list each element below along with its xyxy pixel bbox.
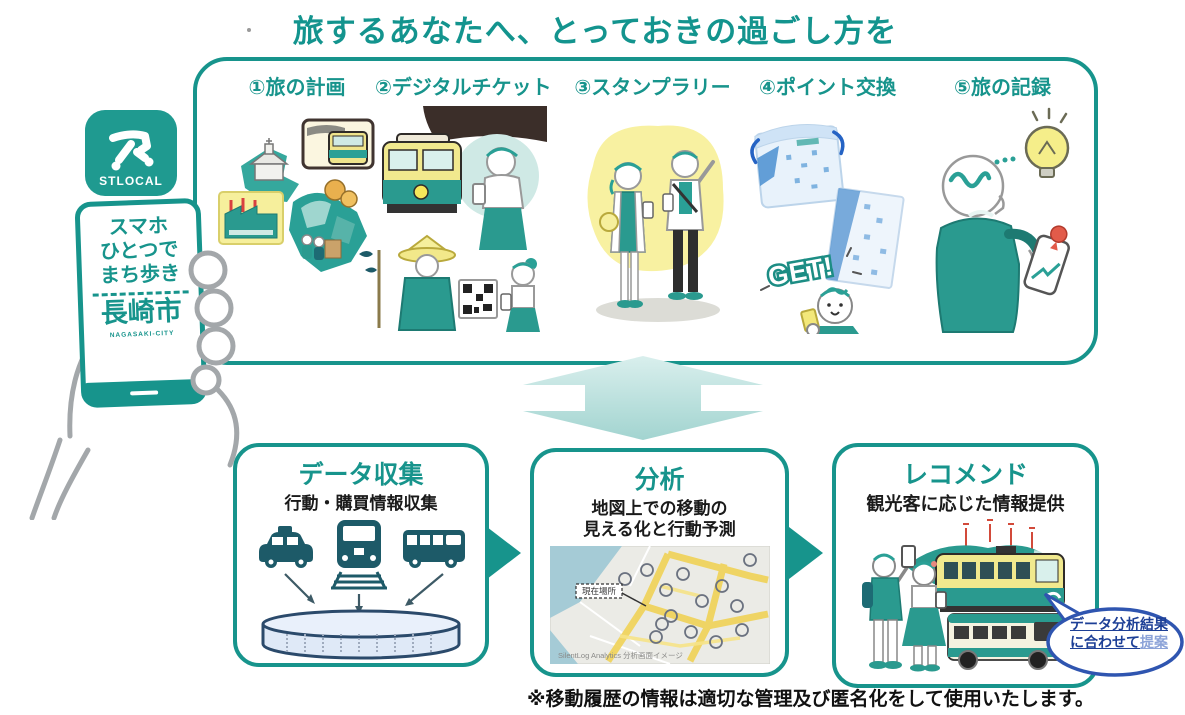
- step2-label: ②デジタルチケット: [375, 77, 552, 99]
- step1-label: ①旅の計画: [248, 77, 346, 99]
- analysis-map: 現在場所 SilentLog Analytics 分析画面イメージ: [549, 545, 770, 665]
- bubble-line1: データ分析結果: [1070, 616, 1168, 632]
- speech-bubble: [1043, 592, 1184, 677]
- bubble-line2-light: 提案: [1140, 634, 1168, 651]
- hand-fingers-illustration: [188, 250, 240, 468]
- phone-icon: [901, 544, 916, 568]
- privacy-footnote: ※移動履歴の情報は適切な管理及び匿名化をして使用いたします。: [527, 689, 1095, 710]
- map-spot-circles: [617, 552, 757, 649]
- map-pouch-icon: [749, 124, 844, 209]
- collect-title: データ収集: [298, 461, 424, 489]
- tourist-man: [862, 544, 916, 669]
- recommend-illustration: [862, 518, 1071, 671]
- bus-icon: [403, 530, 465, 569]
- step4-label: ④ポイント交換: [759, 77, 896, 99]
- map-heat-routes: [604, 550, 769, 663]
- trip-record-illustration: [935, 107, 1070, 333]
- collect-subtitle: 行動・購買情報収集: [284, 494, 438, 513]
- pipeline-arrow-1: [487, 527, 521, 579]
- bus-icon: [947, 612, 1071, 670]
- app-name-label: STLOCAL: [99, 174, 163, 188]
- map-water: [549, 545, 622, 618]
- step3-label: ③スタンプラリー: [574, 77, 731, 99]
- fish-icon: [359, 251, 373, 257]
- current-location-label-box: [574, 582, 623, 599]
- phone-icon: [661, 193, 674, 212]
- phone-icon: [641, 201, 654, 219]
- current-location-label: 現在場所: [581, 586, 616, 596]
- recommend-box: レコメンド 観光客に応じた情報提供: [832, 443, 1099, 688]
- page-title: 旅するあなたへ、とっておきの過ごし方を: [292, 14, 898, 49]
- train-icon: [331, 520, 387, 590]
- trip-planning-illustration: [218, 118, 377, 273]
- station-canopy: [423, 106, 547, 142]
- step-trip-planning: ①旅の計画: [217, 71, 377, 334]
- speech-bubble-text: データ分析結果 に合わせて提案: [1052, 615, 1185, 651]
- tourist-woman: [902, 560, 947, 671]
- analysis-box: 分析 地図上での移動の 見える化と行動予測: [530, 448, 789, 677]
- tram-icon: [382, 133, 462, 213]
- stamp-rally-illustration: [586, 125, 724, 322]
- guide-with-qr-ticket: [377, 234, 498, 331]
- tiny-people-icons: [301, 234, 342, 260]
- analyze-title: 分析: [634, 466, 685, 494]
- step-point-exchange: ④ポイント交換: [740, 71, 915, 334]
- data-collection-box: データ収集 行動・購買情報収集: [233, 443, 489, 667]
- local-food-icon: [324, 179, 346, 201]
- app-features-panel: ①旅の計画: [193, 57, 1098, 365]
- idea-lightbulb-icon: [1024, 107, 1070, 178]
- get-badge: GET!: [765, 251, 835, 292]
- point-exchange-illustration: GET!: [749, 124, 905, 334]
- stlocal-app-icon: STLOCAL: [85, 110, 177, 196]
- person-jacket: [935, 217, 1021, 333]
- step-trip-record: ⑤旅の記録: [925, 71, 1080, 334]
- step-digital-ticket: ②デジタルチケット: [375, 71, 552, 334]
- church-icon: [248, 138, 290, 181]
- analyze-subtitle-line2: 見える化と行動予測: [583, 520, 736, 540]
- phone-icon: [935, 590, 947, 609]
- step5-label: ⑤旅の記録: [954, 77, 1051, 99]
- recommend-subtitle: 観光客に応じた情報提供: [866, 494, 1065, 514]
- digital-ticket-illustration: [377, 106, 547, 332]
- map-caption: SilentLog Analytics 分析画面イメージ: [558, 650, 683, 660]
- factory-icon: [218, 191, 284, 245]
- stlocal-logo-icon: [109, 130, 154, 171]
- man-with-phone: [661, 150, 715, 300]
- bubble-line2-strong: に合わせて: [1070, 634, 1140, 651]
- woman-with-phone: [598, 162, 654, 308]
- collection-arrows: [284, 573, 444, 611]
- happy-girl-with-ticket: [799, 287, 859, 334]
- flow-double-arrow: [523, 356, 763, 440]
- recommend-title: レコメンド: [902, 461, 1028, 489]
- pipeline-arrow-2: [789, 527, 823, 579]
- step-stamp-rally: ③スタンプラリー: [565, 71, 740, 334]
- taxi-icon: [259, 526, 313, 569]
- tourist-with-phone: [500, 258, 540, 332]
- map-clear-file-icon: [824, 187, 905, 289]
- data-sources-graphic: [259, 520, 465, 660]
- passenger-with-phone: [472, 147, 527, 250]
- database-icon: [261, 609, 461, 660]
- tram-icon: [935, 545, 1065, 612]
- analyze-subtitle-line1: 地図上での移動の: [591, 499, 728, 518]
- stray-dot: [247, 28, 251, 32]
- phone-with-map-icon: [1023, 225, 1070, 296]
